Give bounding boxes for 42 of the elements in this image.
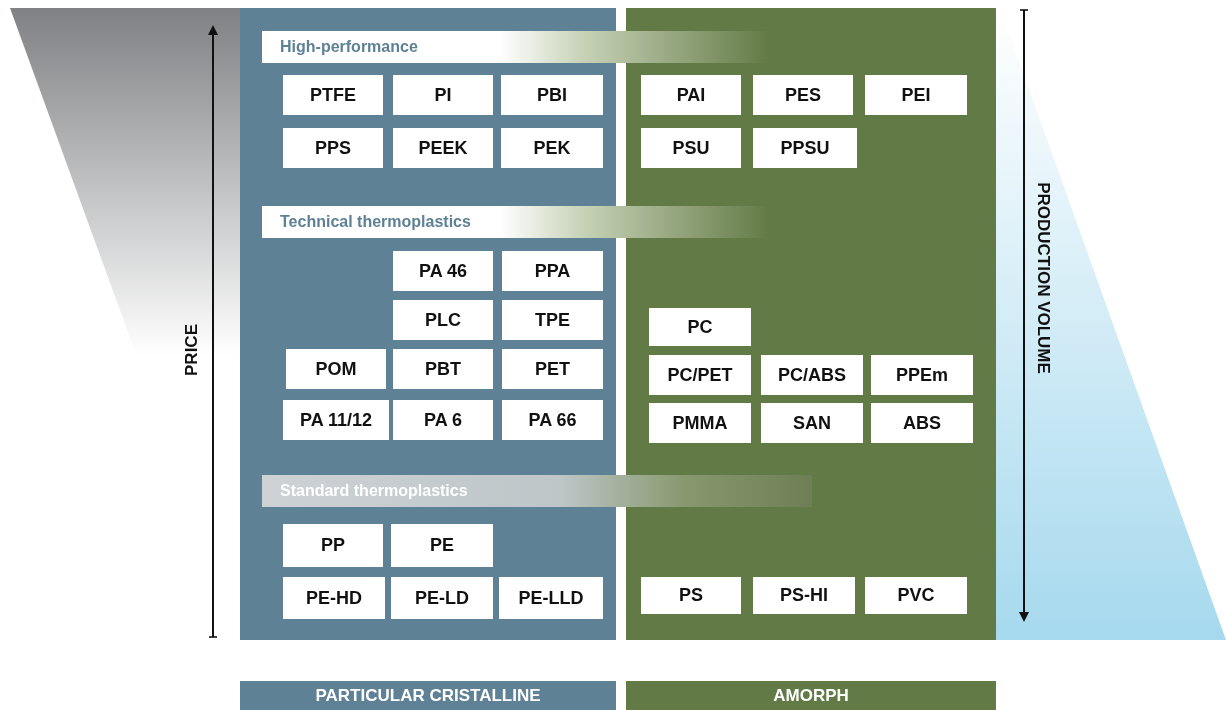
material-box: PPA [502,251,603,291]
category-footer: PARTICULAR CRISTALLINE [240,681,616,710]
material-box: PS-HI [753,577,855,614]
material-box: PC/PET [649,355,751,395]
material-box: PC [649,308,751,346]
material-box: PA 46 [393,251,493,291]
material-box: PTFE [283,75,383,115]
material-box: ABS [871,403,973,443]
category-band: Technical thermoplastics [262,206,500,238]
category-footer: AMORPH [626,681,996,710]
material-box: PA 11/12 [283,400,389,440]
material-box: PAI [641,75,741,115]
material-box: PEEK [393,128,493,168]
material-box: PE-HD [283,577,385,619]
material-box: PPS [283,128,383,168]
material-box: PES [753,75,853,115]
material-box: TPE [502,300,603,340]
material-box: PC/ABS [761,355,863,395]
material-box: PA 6 [393,400,493,440]
axis-label: PRICE [182,324,202,376]
material-box: PS [641,577,741,614]
material-box: PP [283,524,383,567]
material-box: PBT [393,349,493,389]
material-box: PE-LD [391,577,493,619]
material-box: SAN [761,403,863,443]
material-box: PPEm [871,355,973,395]
material-box: PE-LLD [499,577,603,619]
material-box: PA 66 [502,400,603,440]
material-box: PEI [865,75,967,115]
material-box: PET [502,349,603,389]
material-box: PI [393,75,493,115]
material-box: POM [286,349,386,389]
axis-label: PRODUCTION VOLUME [1032,182,1053,374]
material-box: PEK [501,128,603,168]
material-box: PE [391,524,493,567]
category-band: High-performance [262,31,500,63]
material-box: PSU [641,128,741,168]
material-box: PMMA [649,403,751,443]
material-box: PVC [865,577,967,614]
material-box: PBI [501,75,603,115]
material-box: PPSU [753,128,857,168]
material-box: PLC [393,300,493,340]
